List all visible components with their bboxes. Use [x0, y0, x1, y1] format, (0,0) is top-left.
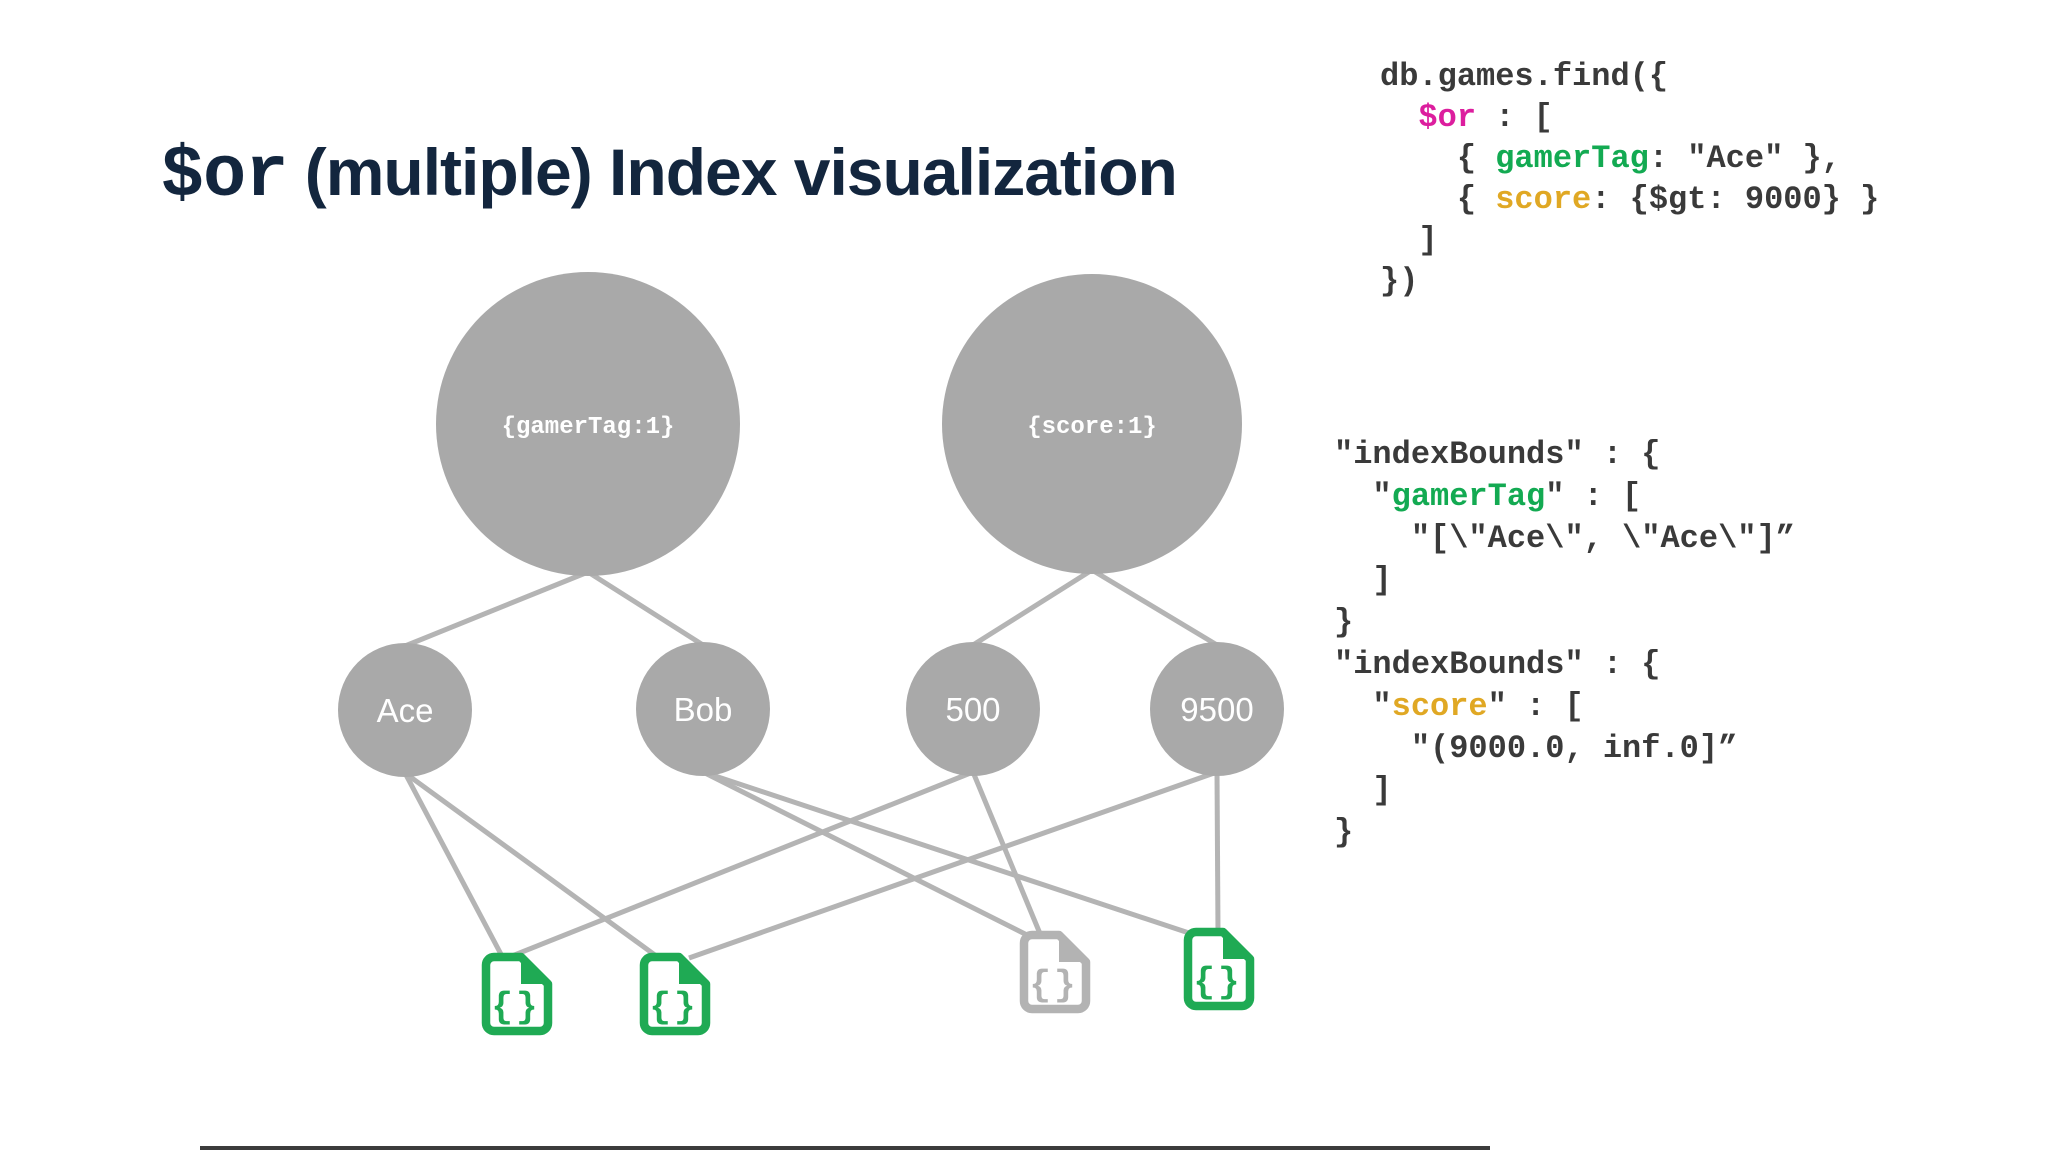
edge-line — [688, 769, 1218, 961]
edge-line — [586, 569, 705, 648]
leaf-node-circle-leaf-9500 — [1150, 642, 1284, 776]
document-braces-glyph: {} — [491, 987, 540, 1028]
code-text: ] — [1334, 562, 1392, 599]
code-line: }) — [1380, 261, 1879, 302]
code-text: }) — [1380, 263, 1419, 300]
document-icon-doc-3-gray: {} — [1019, 930, 1091, 1014]
code-token-magenta: $or — [1418, 99, 1477, 136]
code-text: ] — [1380, 222, 1438, 259]
code-text: : "Ace" }, — [1648, 140, 1841, 177]
document-icon-doc-1-green: {} — [481, 952, 553, 1036]
code-text: { — [1380, 140, 1496, 177]
code-text: : [ — [1476, 99, 1553, 136]
index-node-label-idx-score: {score:1} — [1027, 414, 1157, 441]
title-text-part: (multiple) Index visualization — [287, 135, 1178, 209]
code-text — [1380, 99, 1418, 136]
title-code-part: $or — [160, 135, 289, 217]
leaf-node-label-leaf-ace: Ace — [377, 692, 434, 729]
document-folded-corner — [679, 958, 705, 984]
code-text: " — [1334, 478, 1392, 515]
code-line: } — [1334, 812, 1795, 854]
edge-line — [402, 771, 506, 960]
code-line: db.games.find({ — [1380, 56, 1879, 97]
code-line: "gamerTag" : [ — [1334, 476, 1795, 518]
code-line: { gamerTag: "Ace" }, — [1380, 138, 1879, 179]
edge-line — [404, 569, 589, 649]
code-text: : {$gt: 9000} } — [1591, 181, 1880, 218]
index-node-circle-idx-score — [942, 274, 1242, 574]
code-token-yellow: score — [1391, 688, 1488, 725]
code-line: $or : [ — [1380, 97, 1879, 138]
code-line: "indexBounds" : { — [1334, 644, 1795, 686]
leaf-node-label-leaf-bob: Bob — [674, 691, 733, 728]
edge-line — [403, 770, 661, 961]
code-text: ] — [1334, 772, 1392, 809]
edge-line — [506, 769, 974, 961]
code-line: ] — [1334, 560, 1795, 602]
page-title: $or (multiple) Index visualization — [143, 116, 1178, 235]
code-line: "score" : [ — [1334, 686, 1795, 728]
edge-line — [971, 567, 1094, 648]
code-text: } — [1334, 604, 1354, 641]
code-line: "indexBounds" : { — [1334, 434, 1795, 476]
document-folded-corner — [1059, 936, 1085, 962]
document-braces-glyph: {} — [649, 987, 698, 1028]
code-text: "indexBounds" : { — [1334, 646, 1661, 683]
code-line: { score: {$gt: 9000} } — [1380, 179, 1879, 220]
code-line: ] — [1380, 220, 1879, 261]
code-text: "(9000.0, inf.0]” — [1334, 730, 1738, 767]
leaf-node-circle-leaf-ace — [338, 643, 472, 777]
code-token-green: gamerTag — [1391, 478, 1546, 515]
document-braces-glyph: {} — [1029, 965, 1078, 1006]
leaf-node-label-leaf-9500: 9500 — [1180, 691, 1253, 728]
leaf-node-circle-leaf-bob — [636, 642, 770, 776]
code-line: } — [1334, 602, 1795, 644]
code-text: "[\"Ace\", \"Ace\"]” — [1334, 520, 1795, 557]
edge-line — [702, 769, 1190, 936]
index-node-circle-idx-gamertag — [436, 272, 740, 576]
leaf-node-label-leaf-500: 500 — [945, 691, 1000, 728]
index-bounds-code-block: "indexBounds" : { "gamerTag" : [ "[\"Ace… — [1334, 434, 1795, 854]
code-text: " : [ — [1545, 478, 1642, 515]
document-icon-doc-2-green: {} — [639, 952, 711, 1036]
leaf-node-circle-leaf-500 — [906, 642, 1040, 776]
edge-line — [1214, 771, 1221, 934]
code-text: " : [ — [1487, 688, 1584, 725]
code-text: " — [1334, 688, 1392, 725]
code-line: "(9000.0, inf.0]” — [1334, 728, 1795, 770]
index-node-label-idx-gamertag: {gamerTag:1} — [502, 414, 675, 441]
edge-line — [1090, 567, 1219, 648]
code-token-yellow: score — [1495, 181, 1592, 218]
document-folded-corner — [521, 958, 547, 984]
code-token-green: gamerTag — [1495, 140, 1649, 177]
code-line: ] — [1334, 770, 1795, 812]
code-line: "[\"Ace\", \"Ace\"]” — [1334, 518, 1795, 560]
document-braces-glyph: {} — [1193, 962, 1242, 1003]
code-text: "indexBounds" : { — [1334, 436, 1661, 473]
query-code-block: db.games.find({ $or : [ { gamerTag: "Ace… — [1380, 56, 1879, 302]
slide-bottom-edge-line — [200, 1146, 1490, 1150]
code-text: } — [1334, 814, 1354, 851]
document-folded-corner — [1223, 933, 1249, 959]
edge-line — [701, 769, 1031, 939]
code-text: db.games.find({ — [1380, 58, 1669, 95]
edge-line — [970, 771, 1044, 937]
document-icon-doc-4-green: {} — [1183, 927, 1255, 1011]
code-text: { — [1380, 181, 1496, 218]
